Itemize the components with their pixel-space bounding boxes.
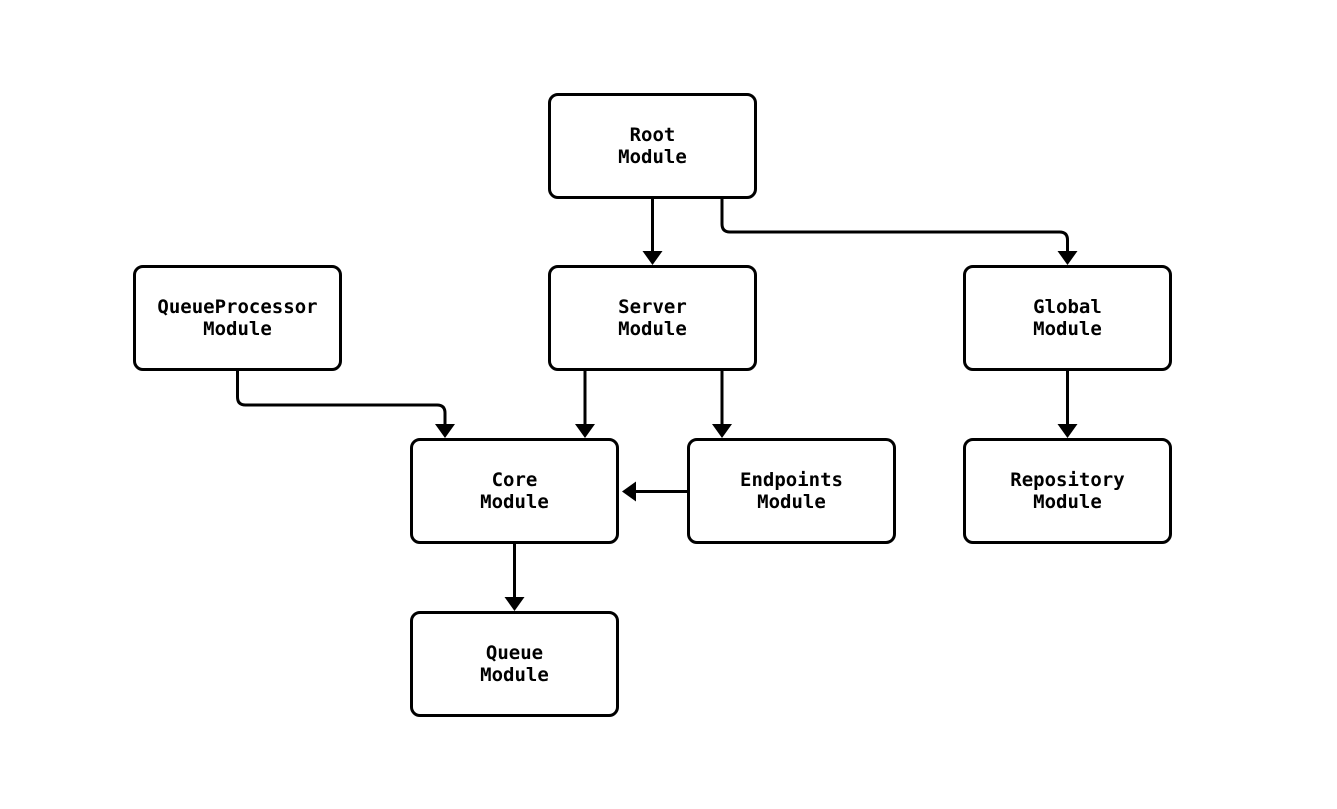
edge-server-to-endpoints — [712, 371, 732, 438]
edge-root-to-server — [642, 198, 663, 265]
arrowhead-icon — [1057, 251, 1078, 265]
edge-core-to-queue — [504, 544, 525, 611]
node-global-module: Global Module — [963, 265, 1172, 371]
node-queue-module: Queue Module — [410, 611, 619, 717]
edge-queueprocessor-to-core — [236, 371, 455, 438]
node-server-module: Server Module — [548, 265, 757, 371]
node-core-module: Core Module — [410, 438, 619, 544]
node-label-line: QueueProcessor — [157, 296, 318, 318]
arrowhead-icon — [642, 251, 663, 265]
node-label-line: Queue — [485, 642, 544, 664]
node-label-line: Module — [1033, 491, 1102, 513]
node-label-line: Server — [618, 296, 687, 318]
arrowhead-icon — [575, 424, 595, 438]
node-label-line: Module — [618, 318, 687, 340]
node-label-line: Module — [757, 491, 826, 513]
node-label-line: Module — [618, 146, 687, 168]
node-label-line: Module — [203, 318, 272, 340]
arrowhead-icon — [712, 424, 732, 438]
edge-server-to-core — [575, 371, 595, 438]
node-label-line: Global — [1033, 296, 1102, 318]
node-repository-module: Repository Module — [963, 438, 1172, 544]
node-label-line: Root — [629, 124, 676, 146]
edge-global-to-repository — [1057, 371, 1078, 438]
node-label-line: Endpoints — [740, 469, 843, 491]
node-label-line: Repository — [1010, 469, 1125, 491]
node-root-module: Root Module — [548, 93, 757, 199]
edge-root-to-global — [720, 198, 1078, 265]
node-label-line: Core — [491, 469, 538, 491]
node-queueprocessor-module: QueueProcessor Module — [133, 265, 342, 371]
arrowhead-icon — [1057, 424, 1078, 438]
node-label-line: Module — [480, 664, 549, 686]
node-label-line: Module — [480, 491, 549, 513]
arrowhead-icon — [504, 597, 525, 611]
arrowhead-icon — [622, 481, 636, 502]
arrowhead-icon — [435, 424, 455, 438]
node-label-line: Module — [1033, 318, 1102, 340]
edge-endpoints-to-core — [622, 481, 687, 502]
node-endpoints-module: Endpoints Module — [687, 438, 896, 544]
